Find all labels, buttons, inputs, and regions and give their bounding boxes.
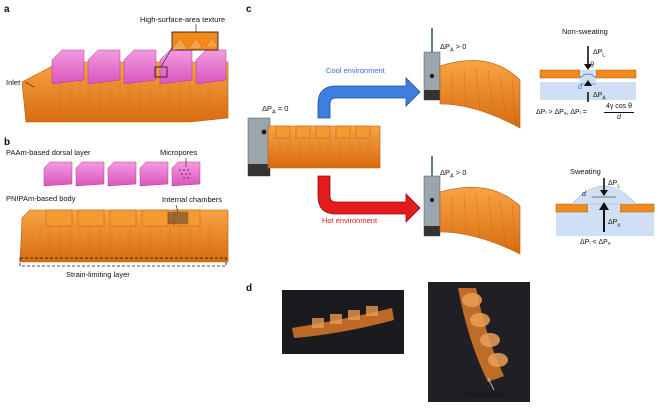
inlet-label: Inlet xyxy=(6,78,21,87)
bottom-dpa-label: ΔPA > 0 xyxy=(440,168,467,180)
hot-arrow xyxy=(317,175,421,223)
sw-d-label: d xyxy=(582,191,586,198)
photo-flat-actuator xyxy=(282,290,404,354)
panel-label-d: d xyxy=(246,283,253,294)
strain-label: Strain-limiting layer xyxy=(66,270,130,279)
ns-pa-label: ΔPA xyxy=(593,92,606,102)
nonsweating-label: Non-sweating xyxy=(562,27,608,36)
dpa-zero-label: ΔPA = 0 xyxy=(262,104,289,116)
sweating-label: Sweating xyxy=(570,167,601,176)
dorsal-layer-label: PAAm-based dorsal layer xyxy=(6,148,91,157)
micropores-label: Micropores xyxy=(160,148,198,157)
photo-curved-actuator xyxy=(428,282,530,402)
cool-environment-label: Cool environment xyxy=(326,66,385,75)
texture-label: High-surface-area texture xyxy=(140,15,226,24)
sw-pa-label: ΔPa xyxy=(608,219,621,229)
sw-formula-label: ΔPₗ < ΔPₐ xyxy=(580,239,611,246)
ns-theta-label: θ xyxy=(590,62,594,69)
ns-d-label: d xyxy=(578,84,582,91)
cool-arrow xyxy=(317,77,421,119)
ns-pl-label: ΔPL xyxy=(593,49,606,59)
ns-formula-numerator: 4γ cos θ xyxy=(605,103,633,110)
ns-fraction-bar xyxy=(604,112,634,113)
top-dpa-label: ΔPA > 0 xyxy=(440,42,467,54)
sw-pl-label: ΔPL xyxy=(608,180,621,190)
perspiration-label: Perspiration xyxy=(464,390,505,399)
chambers-label: Internal chambers xyxy=(162,195,223,204)
panel-label-c: c xyxy=(246,4,252,15)
panel-label-a: a xyxy=(4,4,10,15)
panel-label-b: b xyxy=(4,137,11,148)
hot-environment-label: Hot environment xyxy=(322,216,378,225)
ns-formula-label: ΔPₗ > ΔPₐ, ΔPₗ = xyxy=(536,109,587,116)
body-label: PNIPAm-based body xyxy=(6,194,76,203)
ns-formula-denominator: d xyxy=(617,114,621,121)
